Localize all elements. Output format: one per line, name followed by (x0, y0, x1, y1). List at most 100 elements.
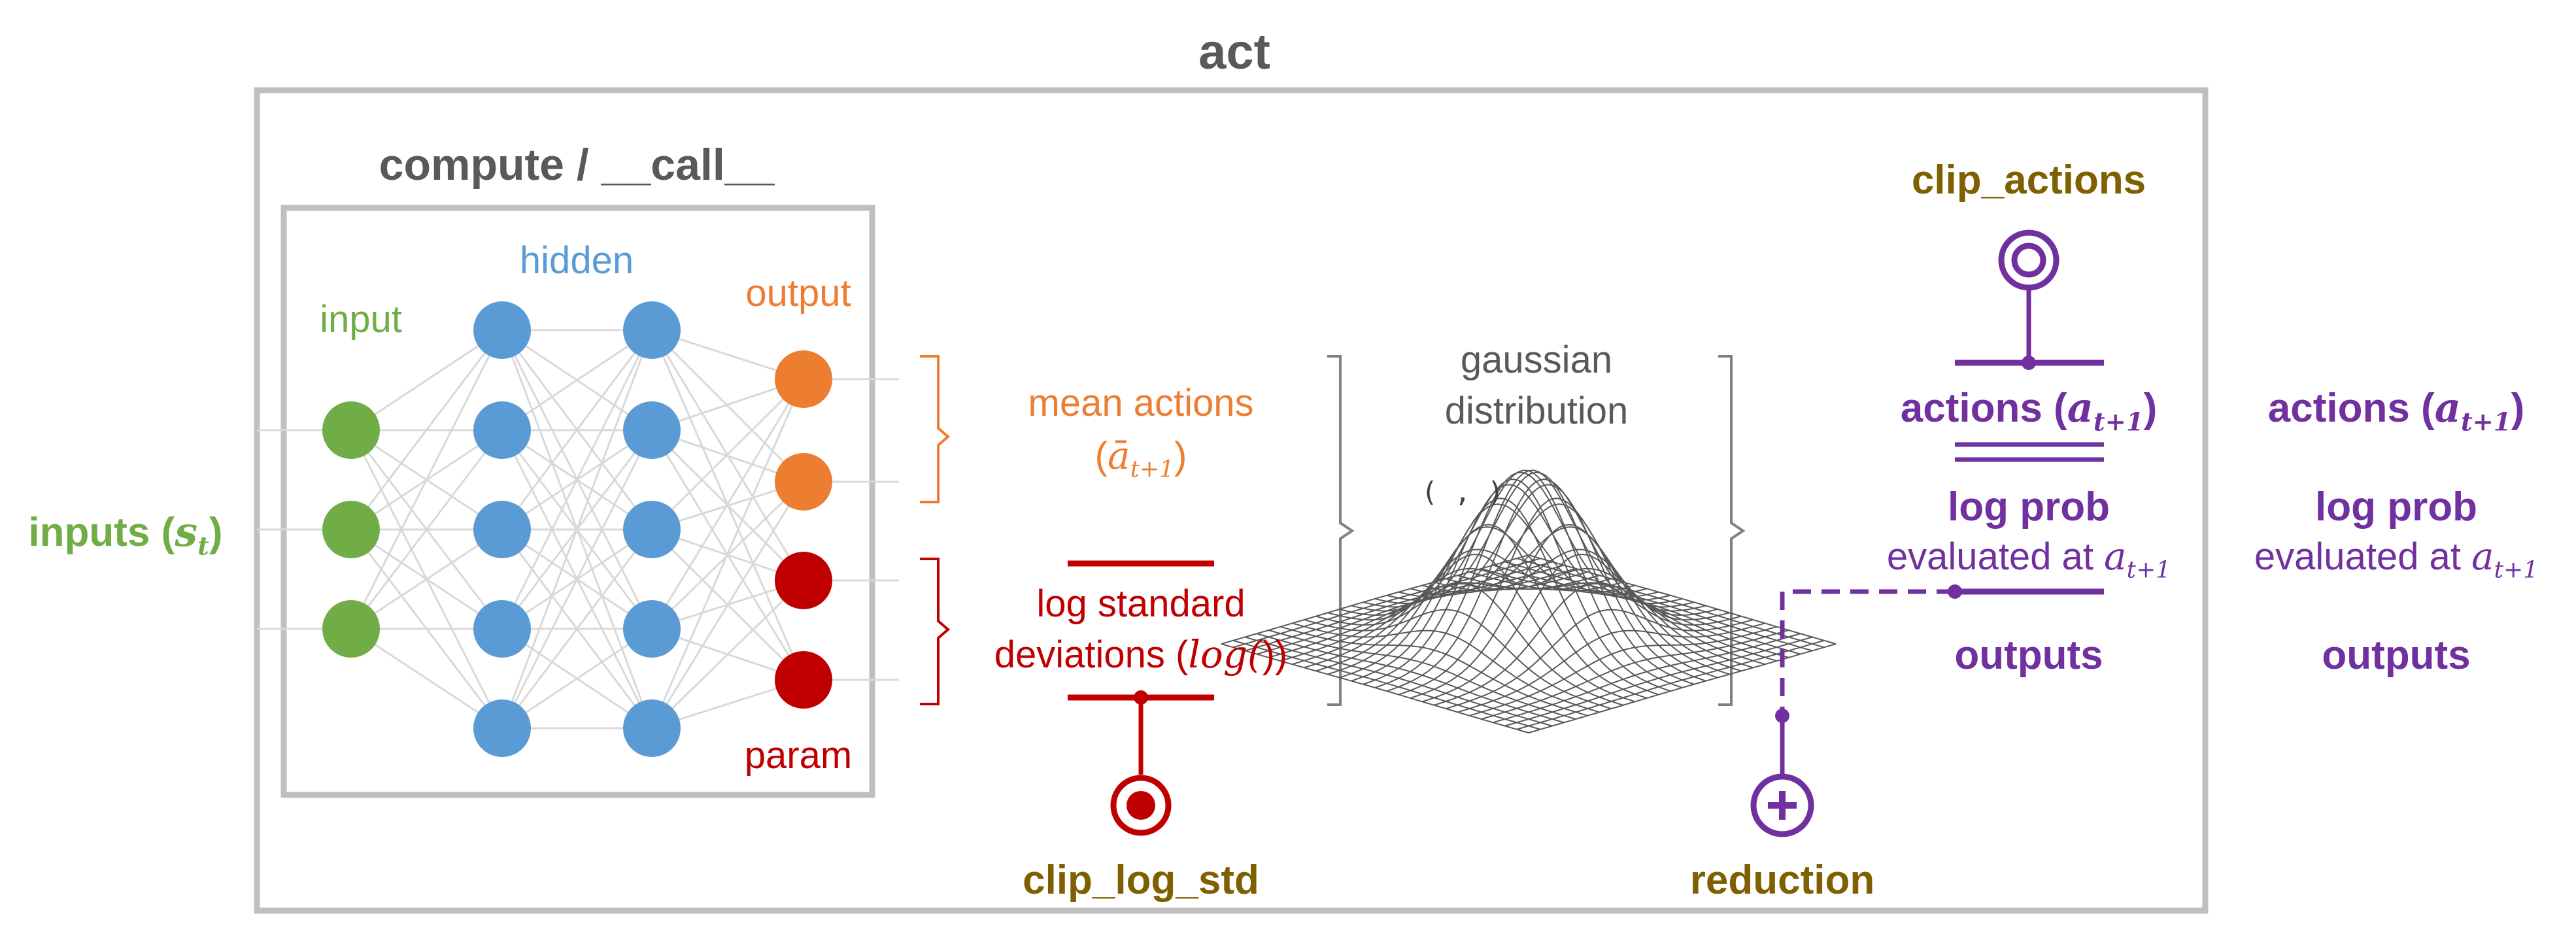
network-edge (350, 329, 503, 431)
surface-gridline (1528, 643, 1837, 733)
network-nodes (322, 301, 832, 757)
logstd-brace (920, 558, 951, 705)
surface-gridline (1327, 554, 1636, 703)
inner-log-prob-label: log prob (1948, 484, 2110, 530)
inner-actions-label: actions (at+1) (1900, 384, 2158, 437)
network-edge (501, 529, 653, 729)
hidden-layer-label: hidden (519, 239, 634, 282)
hidden-node (623, 600, 681, 658)
compute-title: compute / __call__ (379, 140, 775, 190)
surface-gridline (1504, 636, 1813, 727)
reduction-junction-bottom (1775, 709, 1789, 723)
reduction-icon[interactable] (1750, 773, 1814, 837)
surface-gridline (1268, 630, 1576, 720)
surface-gridline (1244, 636, 1553, 727)
gaussian-label-line1: gaussian (1460, 339, 1613, 381)
surface-gridline (1398, 497, 1706, 696)
network-edge (350, 628, 503, 730)
input-node (322, 600, 380, 658)
surface-gridline (1351, 484, 1659, 682)
log-std-label-line1: log standard (1036, 582, 1246, 625)
inner-outputs-label: outputs (1954, 633, 2103, 678)
hidden-node (623, 501, 681, 558)
network-edge (501, 429, 653, 729)
surface-gridline (1457, 622, 1765, 713)
surface-gridline (1256, 633, 1565, 724)
output-node (775, 350, 832, 408)
hidden-node (623, 301, 681, 359)
surface-gridline (1493, 633, 1801, 724)
hidden-node (473, 699, 531, 757)
gaussian-right-bracket (1718, 355, 1746, 706)
hidden-node (473, 501, 531, 558)
network-edge (350, 528, 503, 630)
hidden-node (473, 600, 531, 658)
mean-brace (920, 355, 951, 503)
surface-gridline (1280, 571, 1588, 662)
input-node (322, 401, 380, 459)
log-std-label-line2: deviations (log()) (994, 632, 1288, 677)
surface-gridline (1421, 554, 1730, 703)
hidden-node (473, 301, 531, 359)
network-edge (501, 329, 653, 630)
gaussian-params: ( , ) (1421, 476, 1504, 508)
mean-actions-symbol: (āt+1) (1094, 433, 1187, 483)
mean-actions-label: mean actions (1028, 382, 1254, 424)
surface-gridline (1481, 630, 1789, 720)
act-box (254, 87, 2209, 914)
network-edge (651, 329, 805, 483)
clip-log-std-icon[interactable] (1110, 775, 1172, 836)
outer-actions-label: actions (at+1) (2267, 384, 2525, 437)
surface-gridline (1351, 497, 1659, 696)
param-label: param (744, 734, 853, 777)
output-layer-label: output (745, 272, 851, 314)
surface-gridline (1232, 639, 1541, 730)
network-edge (350, 429, 503, 630)
surface-gridline (1469, 626, 1777, 716)
outer-outputs-label: outputs (2322, 633, 2471, 678)
inputs-label: inputs (st) (28, 508, 223, 562)
surface-gridline (1315, 582, 1623, 706)
network-edge (651, 579, 805, 730)
output-node (775, 453, 832, 511)
surface-gridline (1363, 479, 1671, 692)
hidden-node (623, 401, 681, 459)
param-node (775, 651, 832, 709)
surface-gridline (1434, 582, 1742, 706)
surface-gridline (1446, 609, 1754, 710)
surface-gridline (1516, 639, 1825, 730)
clip-log-std-label[interactable]: clip_log_std (1023, 858, 1259, 903)
network-edge (501, 329, 653, 729)
network-edge (501, 329, 652, 431)
clip-actions-icon[interactable] (1998, 229, 2059, 291)
surface-gridline (1398, 484, 1706, 682)
gaussian-surface-plot (1221, 469, 1837, 733)
network-edge (350, 329, 503, 530)
hidden-node (623, 699, 681, 757)
surface-gridline (1292, 622, 1600, 713)
clip-log-std-junction (1134, 690, 1148, 705)
outer-evaluated-label: evaluated at at+1 (2254, 534, 2539, 584)
surface-gridline (1221, 643, 1529, 733)
gaussian-label-line2: distribution (1444, 390, 1629, 432)
network-edge (501, 628, 652, 730)
param-node (775, 552, 832, 609)
reduction-dashed-line (1780, 589, 1955, 716)
network-edge (651, 481, 805, 729)
clip-actions-label[interactable]: clip_actions (1911, 158, 2146, 203)
act-title: act (1198, 24, 1270, 80)
network-edge (501, 329, 653, 530)
outer-log-prob-label: log prob (2315, 484, 2477, 530)
network-connections (350, 329, 805, 730)
surface-gridline (1410, 524, 1718, 699)
input-node (322, 501, 380, 558)
surface-gridline (1280, 626, 1588, 716)
input-layer-label: input (320, 298, 402, 341)
gaussian-left-bracket (1327, 355, 1355, 706)
reduction-label[interactable]: reduction (1689, 858, 1875, 903)
surface-gridline (1386, 479, 1695, 692)
network-edge (651, 378, 805, 531)
surface-gridline (1304, 609, 1612, 710)
